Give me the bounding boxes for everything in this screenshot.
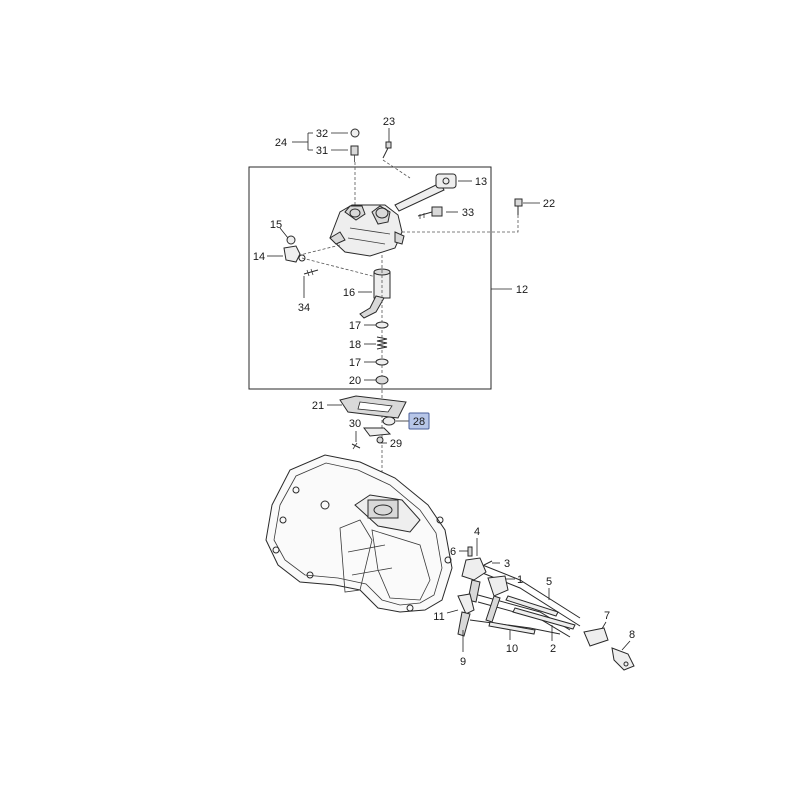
leader-15 [279,227,289,239]
part-17-washer-upper[interactable] [375,321,389,329]
callout-15[interactable]: 15 [270,219,282,231]
callout-24[interactable]: 24 [275,137,287,149]
part-8-link[interactable] [611,647,635,671]
part-21-gasket[interactable] [339,395,407,419]
leader-8 [621,640,631,651]
part-1-shift-fork[interactable] [485,575,509,623]
callout-18[interactable]: 18 [349,339,361,351]
callout-23[interactable]: 23 [383,116,395,128]
callout-32[interactable]: 32 [316,128,328,140]
callout-14[interactable]: 14 [253,251,265,263]
callout-31[interactable]: 31 [316,145,328,157]
assembly-line-22 [400,215,519,233]
callout-8[interactable]: 8 [629,629,635,641]
callout-1[interactable]: 1 [517,574,523,586]
part-14-15-pivot[interactable] [283,235,306,263]
callout-3[interactable]: 3 [504,558,510,570]
callout-12[interactable]: 12 [516,284,528,296]
callout-33[interactable]: 33 [462,207,474,219]
callout-29[interactable]: 29 [390,438,402,450]
part-7-lever[interactable] [583,627,609,647]
assembly-line-housing [299,244,341,256]
callout-7[interactable]: 7 [604,610,610,622]
callout-21[interactable]: 21 [312,400,324,412]
callout-28[interactable]: 28 [413,416,425,428]
part-4-shift-lug[interactable] [461,557,487,603]
callout-5[interactable]: 5 [546,576,552,588]
callout-13[interactable]: 13 [475,176,487,188]
part-17-washer-lower[interactable] [375,358,389,366]
part-32-cap[interactable] [350,128,360,138]
part-22-bolt[interactable] [514,198,523,215]
leader-11 [446,609,459,614]
callout-10[interactable]: 10 [506,643,518,655]
part-29-bracket[interactable] [363,427,392,444]
callout-11[interactable]: 11 [433,611,444,623]
part-33-bolt[interactable] [417,206,443,219]
callout-17-upper[interactable]: 17 [349,320,361,332]
callout-22[interactable]: 22 [543,198,555,210]
callout-6[interactable]: 6 [450,546,456,558]
callout-34[interactable]: 34 [298,302,310,314]
part-10-shift-rail[interactable] [488,621,536,635]
part-16-shift-finger[interactable] [359,268,391,319]
callout-labels: 32 31 24 23 13 22 33 15 14 12 16 34 17 1… [253,116,635,668]
part-30-bolt[interactable] [351,442,361,450]
transmission-housing [265,454,453,613]
callout-16[interactable]: 16 [343,287,355,299]
part-11-fork[interactable] [457,593,475,637]
assembly-line-23 [382,159,411,179]
part-2-shift-rail[interactable] [512,607,576,630]
part-3-pin[interactable] [483,560,493,566]
shift-tower-housing[interactable] [329,204,405,257]
part-28-plate[interactable] [382,416,396,426]
part-6-pin[interactable] [467,546,473,557]
callout-17-lower[interactable]: 17 [349,357,361,369]
callout-9[interactable]: 9 [460,656,466,668]
callout-4[interactable]: 4 [474,526,480,538]
part-18-spring[interactable] [376,336,388,350]
part-20-seal[interactable] [375,375,389,385]
part-23-bolt[interactable] [382,141,392,159]
assembly-line-14 [301,257,381,279]
bracket-24 [292,132,348,151]
callout-20[interactable]: 20 [349,375,361,387]
part-34-screw[interactable] [303,268,319,277]
callout-2[interactable]: 2 [550,643,556,655]
part-13-lever[interactable] [394,173,457,212]
assembly-12-frame [248,166,492,390]
highlight-box-28 [408,412,430,430]
part-5-shift-rail[interactable] [505,595,559,617]
callout-30[interactable]: 30 [349,418,361,430]
part-31-fitting[interactable] [350,145,359,162]
